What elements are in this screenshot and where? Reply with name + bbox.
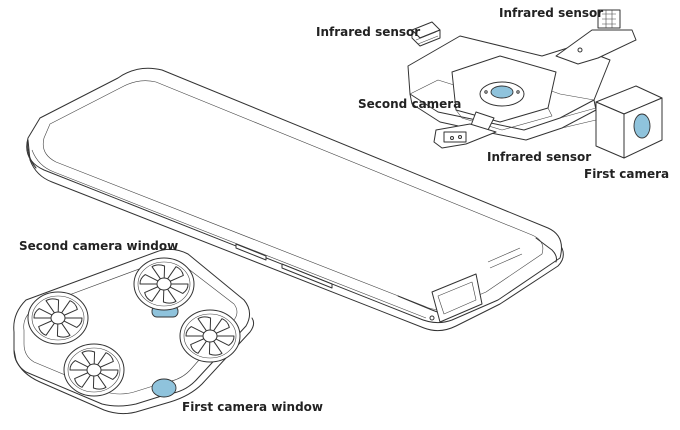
- rotor-blade: [185, 326, 206, 337]
- rotor-blade: [45, 298, 60, 315]
- camera-arm: [559, 107, 597, 129]
- first-camera-lens: [633, 113, 651, 139]
- rotor-blade: [56, 321, 71, 338]
- phone-drone-slot: [431, 273, 483, 323]
- module-center-edge: [455, 107, 553, 131]
- rotor-blade: [96, 352, 114, 369]
- label-infrared-sensor-right: Infrared sensor: [499, 6, 604, 20]
- label-first-camera: First camera: [584, 167, 670, 181]
- label-second-camera-window: Second camera window: [19, 239, 179, 253]
- infrared-sensor-left-side: [411, 29, 441, 47]
- rotor-blade: [214, 335, 235, 346]
- rotor-blade: [81, 350, 96, 367]
- infrared-sensor-bottom-part: [443, 131, 467, 143]
- second-camera-lens: [490, 85, 514, 99]
- rotor-blade: [144, 285, 162, 302]
- rotor-blade: [69, 360, 90, 371]
- rotor-blade: [162, 287, 177, 304]
- ir-left-grid: [415, 31, 439, 45]
- rotor-guard-inner: [137, 261, 191, 307]
- rotor-guard-inner: [67, 347, 121, 393]
- rotor-blade: [33, 308, 54, 319]
- rotor-blade: [212, 318, 230, 335]
- drone-body-edge: [13, 317, 255, 415]
- rotor-hub: [86, 363, 102, 377]
- rotor-top: [133, 257, 195, 311]
- right-arm: [555, 29, 637, 65]
- phone-side-slot: [487, 247, 523, 269]
- rotor-blade: [62, 317, 83, 328]
- right-arm-hole: [577, 47, 583, 53]
- phone-screen: [42, 80, 544, 310]
- label-infrared-sensor-left: Infrared sensor: [316, 25, 421, 39]
- rotor-blade: [139, 274, 160, 285]
- phone-button-2: [281, 263, 333, 289]
- ir-bottom-hole: [450, 136, 454, 140]
- rotor-blade: [92, 373, 107, 390]
- phone-corner-right: [535, 237, 557, 263]
- phone-side-line: [31, 149, 427, 319]
- rotor-blade: [166, 266, 184, 283]
- phone-drone-slot-inner: [437, 281, 477, 315]
- module-board-side: [409, 93, 597, 141]
- first-camera-window: [151, 378, 177, 398]
- ir-bottom-hole-2: [458, 135, 462, 139]
- rotor-blade: [190, 337, 208, 354]
- rotor-bottom: [63, 343, 125, 397]
- phone-body: [26, 67, 562, 324]
- second-camera-dot-1: [484, 90, 488, 94]
- camera-module-assembly: [407, 9, 663, 159]
- phone-port: [429, 315, 435, 321]
- rotor-blade: [98, 369, 119, 380]
- rotor-hub: [202, 329, 218, 343]
- rotor-blade: [60, 300, 78, 317]
- rotor-blade: [151, 264, 166, 281]
- rotor-hub: [50, 311, 66, 325]
- label-infrared-sensor-bottom: Infrared sensor: [487, 150, 592, 164]
- label-first-camera-window: First camera window: [182, 400, 323, 414]
- phone-button-1: [235, 243, 267, 261]
- rotor-blade: [38, 319, 56, 336]
- ir-right-grid: [602, 10, 616, 28]
- rotor-blade: [168, 283, 189, 294]
- rotor-blade: [208, 339, 223, 356]
- propellers: [27, 257, 241, 397]
- smartphone: [26, 67, 564, 332]
- rotor-blade: [74, 371, 92, 388]
- rotor-right: [179, 309, 241, 363]
- rotor-blade: [197, 316, 212, 333]
- rotor-left: [27, 291, 89, 345]
- second-camera-dot-2: [516, 90, 520, 94]
- rotor-guard-inner: [183, 313, 237, 359]
- phone-corner-bottom-left: [27, 139, 37, 169]
- phone-side-edge: [27, 139, 564, 332]
- label-second-camera: Second camera: [358, 97, 462, 111]
- rotor-guard-inner: [31, 295, 85, 341]
- rotor-hub: [156, 277, 172, 291]
